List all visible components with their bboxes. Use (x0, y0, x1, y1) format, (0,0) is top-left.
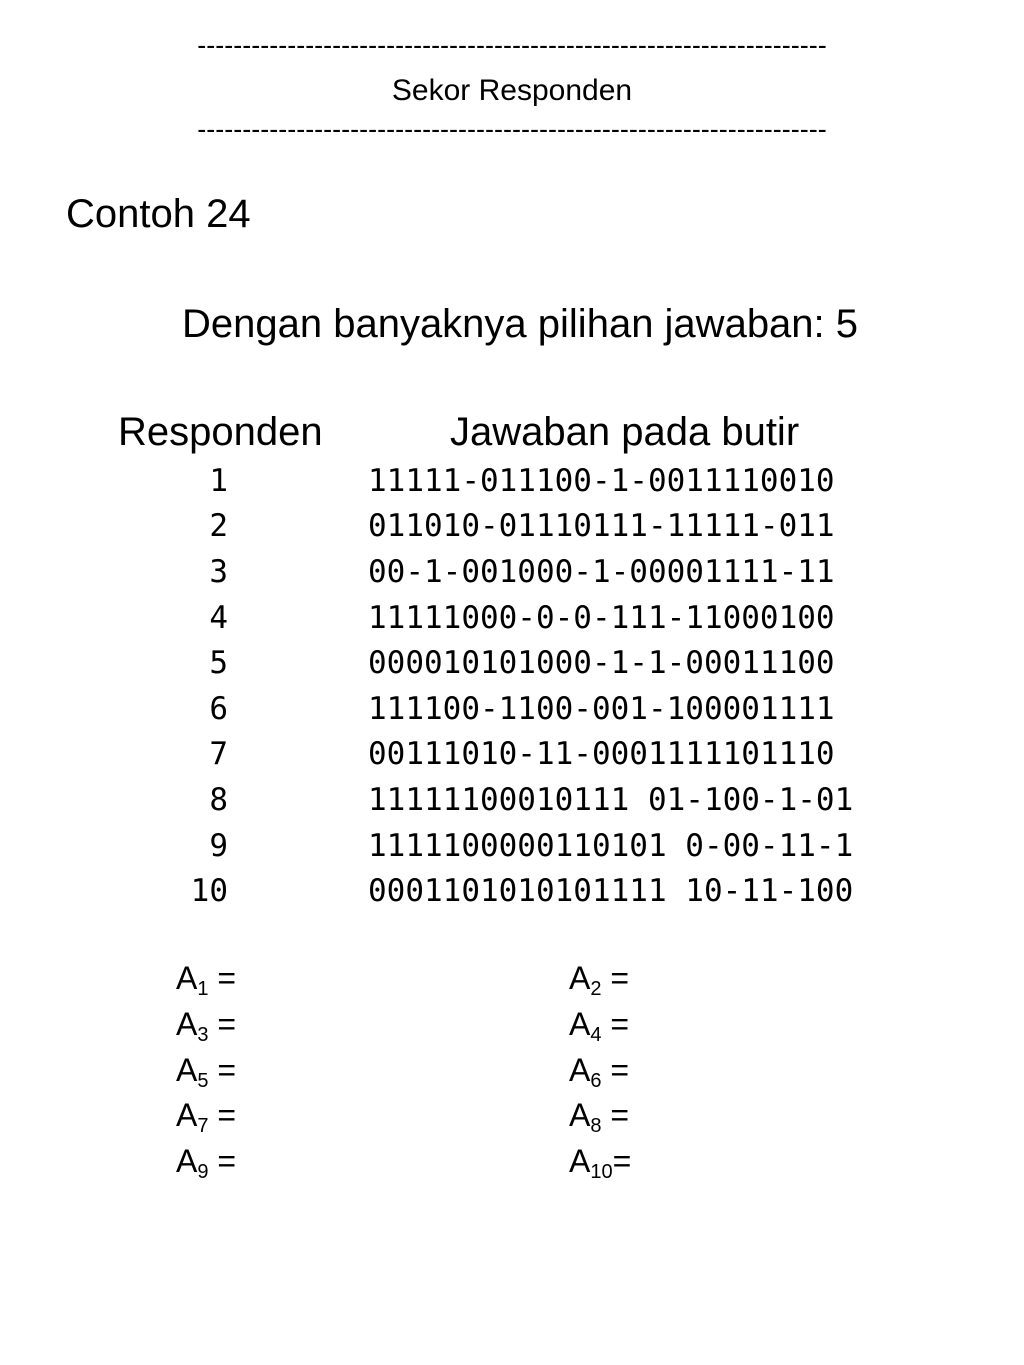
answer-string: 11111-011100-1-0011110010 (368, 463, 835, 499)
bottom-dash-rule: ----------------------------------------… (197, 114, 827, 144)
formula-a3: A3 = (176, 1004, 237, 1046)
formula-a5: A5 = (176, 1050, 237, 1092)
respondent-number: 3 (209, 554, 228, 590)
formula-letter: A (569, 1097, 591, 1133)
answer-string: 00-1-001000-1-00001111-11 (368, 554, 835, 590)
formula-subscript: 10 (590, 1161, 613, 1183)
answer-string: 1111100000110101 0-00-11-1 (368, 828, 854, 864)
formula-subscript: 4 (590, 1024, 602, 1046)
example-title: Contoh 24 (66, 192, 251, 236)
formula-equals: = (601, 1052, 630, 1088)
respondent-number: 7 (209, 736, 228, 772)
formula-equals: = (208, 1097, 237, 1133)
formula-subscript: 5 (197, 1070, 209, 1092)
formula-a10: A10= (569, 1141, 632, 1183)
formula-subscript: 7 (197, 1115, 209, 1137)
formula-letter: A (176, 1143, 198, 1179)
formula-letter: A (176, 1006, 198, 1042)
answer-string: 11111100010111 01-100-1-01 (368, 782, 854, 818)
formula-letter: A (569, 1006, 591, 1042)
formula-subscript: 8 (590, 1115, 602, 1137)
formula-equals: = (208, 1143, 237, 1179)
respondent-number: 8 (209, 782, 228, 818)
formula-equals: = (601, 960, 630, 996)
respondent-number: 10 (190, 873, 228, 909)
respondent-number: 5 (209, 645, 228, 681)
respondent-number: 1 (209, 463, 228, 499)
formula-a4: A4 = (569, 1004, 630, 1046)
column-header-respondent: Responden (118, 410, 323, 454)
respondent-number: 4 (209, 600, 228, 636)
formula-a8: A8 = (569, 1095, 630, 1137)
formula-subscript: 6 (590, 1070, 602, 1092)
top-dash-rule: ----------------------------------------… (197, 30, 827, 60)
answer-string: 000010101000-1-1-00011100 (368, 645, 835, 681)
respondent-number: 6 (209, 691, 228, 727)
respondent-number: 9 (209, 828, 228, 864)
formula-equals: = (208, 1006, 237, 1042)
formula-a1: A1 = (176, 958, 237, 1000)
formula-letter: A (569, 1052, 591, 1088)
choices-line: Dengan banyaknya pilihan jawaban: 5 (181, 302, 859, 346)
formula-equals: = (601, 1006, 630, 1042)
formula-letter: A (569, 960, 591, 996)
formula-a7: A7 = (176, 1095, 237, 1137)
formula-equals: = (208, 960, 237, 996)
respondent-number: 2 (209, 508, 228, 544)
answer-string: 011010-01110111-11111-011 (368, 508, 835, 544)
formula-letter: A (176, 960, 198, 996)
formula-a9: A9 = (176, 1141, 237, 1183)
answer-string: 0001101010101111 10-11-100 (368, 873, 854, 909)
answer-string: 00111010-11-0001111101110 (368, 736, 835, 772)
formula-subscript: 9 (197, 1161, 209, 1183)
column-header-answers: Jawaban pada butir (450, 410, 800, 454)
formula-letter: A (176, 1052, 198, 1088)
formula-a2: A2 = (569, 958, 630, 1000)
formula-letter: A (176, 1097, 198, 1133)
formula-equals: = (208, 1052, 237, 1088)
formula-equals: = (601, 1097, 630, 1133)
formula-letter: A (569, 1143, 591, 1179)
answer-string: 11111000-0-0-111-11000100 (368, 600, 835, 636)
answer-string: 111100-1100-001-100001111 (368, 691, 835, 727)
formula-equals: = (612, 1143, 632, 1179)
formula-a6: A6 = (569, 1050, 630, 1092)
formula-subscript: 2 (590, 978, 602, 1000)
formula-subscript: 3 (197, 1024, 209, 1046)
formula-subscript: 1 (197, 978, 209, 1000)
header-title: Sekor Responden (391, 74, 633, 107)
